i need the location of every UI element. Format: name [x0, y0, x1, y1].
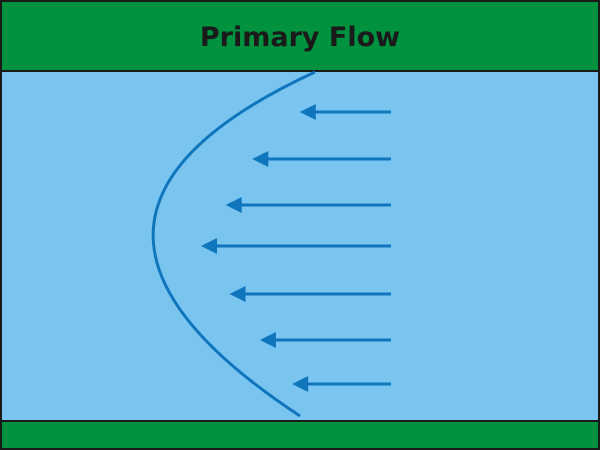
- velocity-arrow-head: [229, 286, 246, 302]
- top-wall: Primary Flow: [2, 2, 598, 72]
- bottom-wall: [2, 420, 598, 448]
- velocity-arrows: [201, 104, 391, 392]
- velocity-arrow-head: [299, 104, 316, 120]
- velocity-arrow-head: [225, 197, 242, 213]
- velocity-arrow-head: [259, 332, 276, 348]
- velocity-arrow-head: [252, 151, 269, 167]
- velocity-arrow-head: [292, 376, 309, 392]
- velocity-profile-curve: [151, 70, 316, 418]
- velocity-arrow-head: [201, 238, 217, 254]
- diagram-title: Primary Flow: [199, 21, 401, 53]
